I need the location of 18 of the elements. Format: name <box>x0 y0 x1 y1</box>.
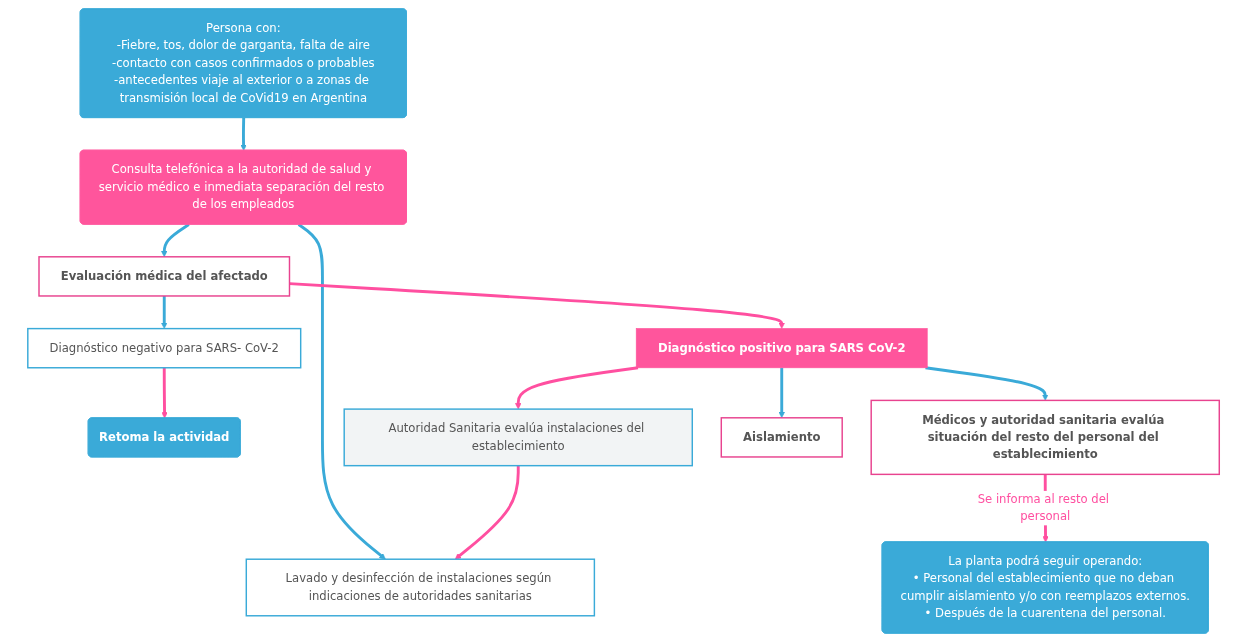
node-box: Médicos y autoridad sanitaria evalúa situación del resto del personal del establecimiento <box>870 399 1220 476</box>
node-box: Autoridad Sanitaria evalúa instalaciones del establecimiento <box>343 408 693 467</box>
arrow <box>515 366 639 410</box>
arrow <box>778 367 785 419</box>
arrow <box>454 465 520 560</box>
node-box: Diagnóstico negativo para SARS- CoV-2 <box>27 327 302 369</box>
edge-label: Se informa al resto del personal <box>977 492 1110 524</box>
arrow <box>289 282 785 329</box>
arrow <box>161 223 190 258</box>
node-box: Aislamiento <box>720 417 843 458</box>
arrow <box>161 295 168 329</box>
arrow <box>925 366 1049 401</box>
node-box: Diagnóstico positivo para SARS CoV-2 <box>635 328 928 369</box>
node-box: Evaluación médica del afectado <box>38 256 291 297</box>
node-box: Lavado y desinfección de instalaciones según indicaciones de autoridades sanitarias <box>245 558 596 617</box>
arrow <box>240 117 247 151</box>
arrow <box>161 367 168 419</box>
arrow <box>297 223 386 560</box>
